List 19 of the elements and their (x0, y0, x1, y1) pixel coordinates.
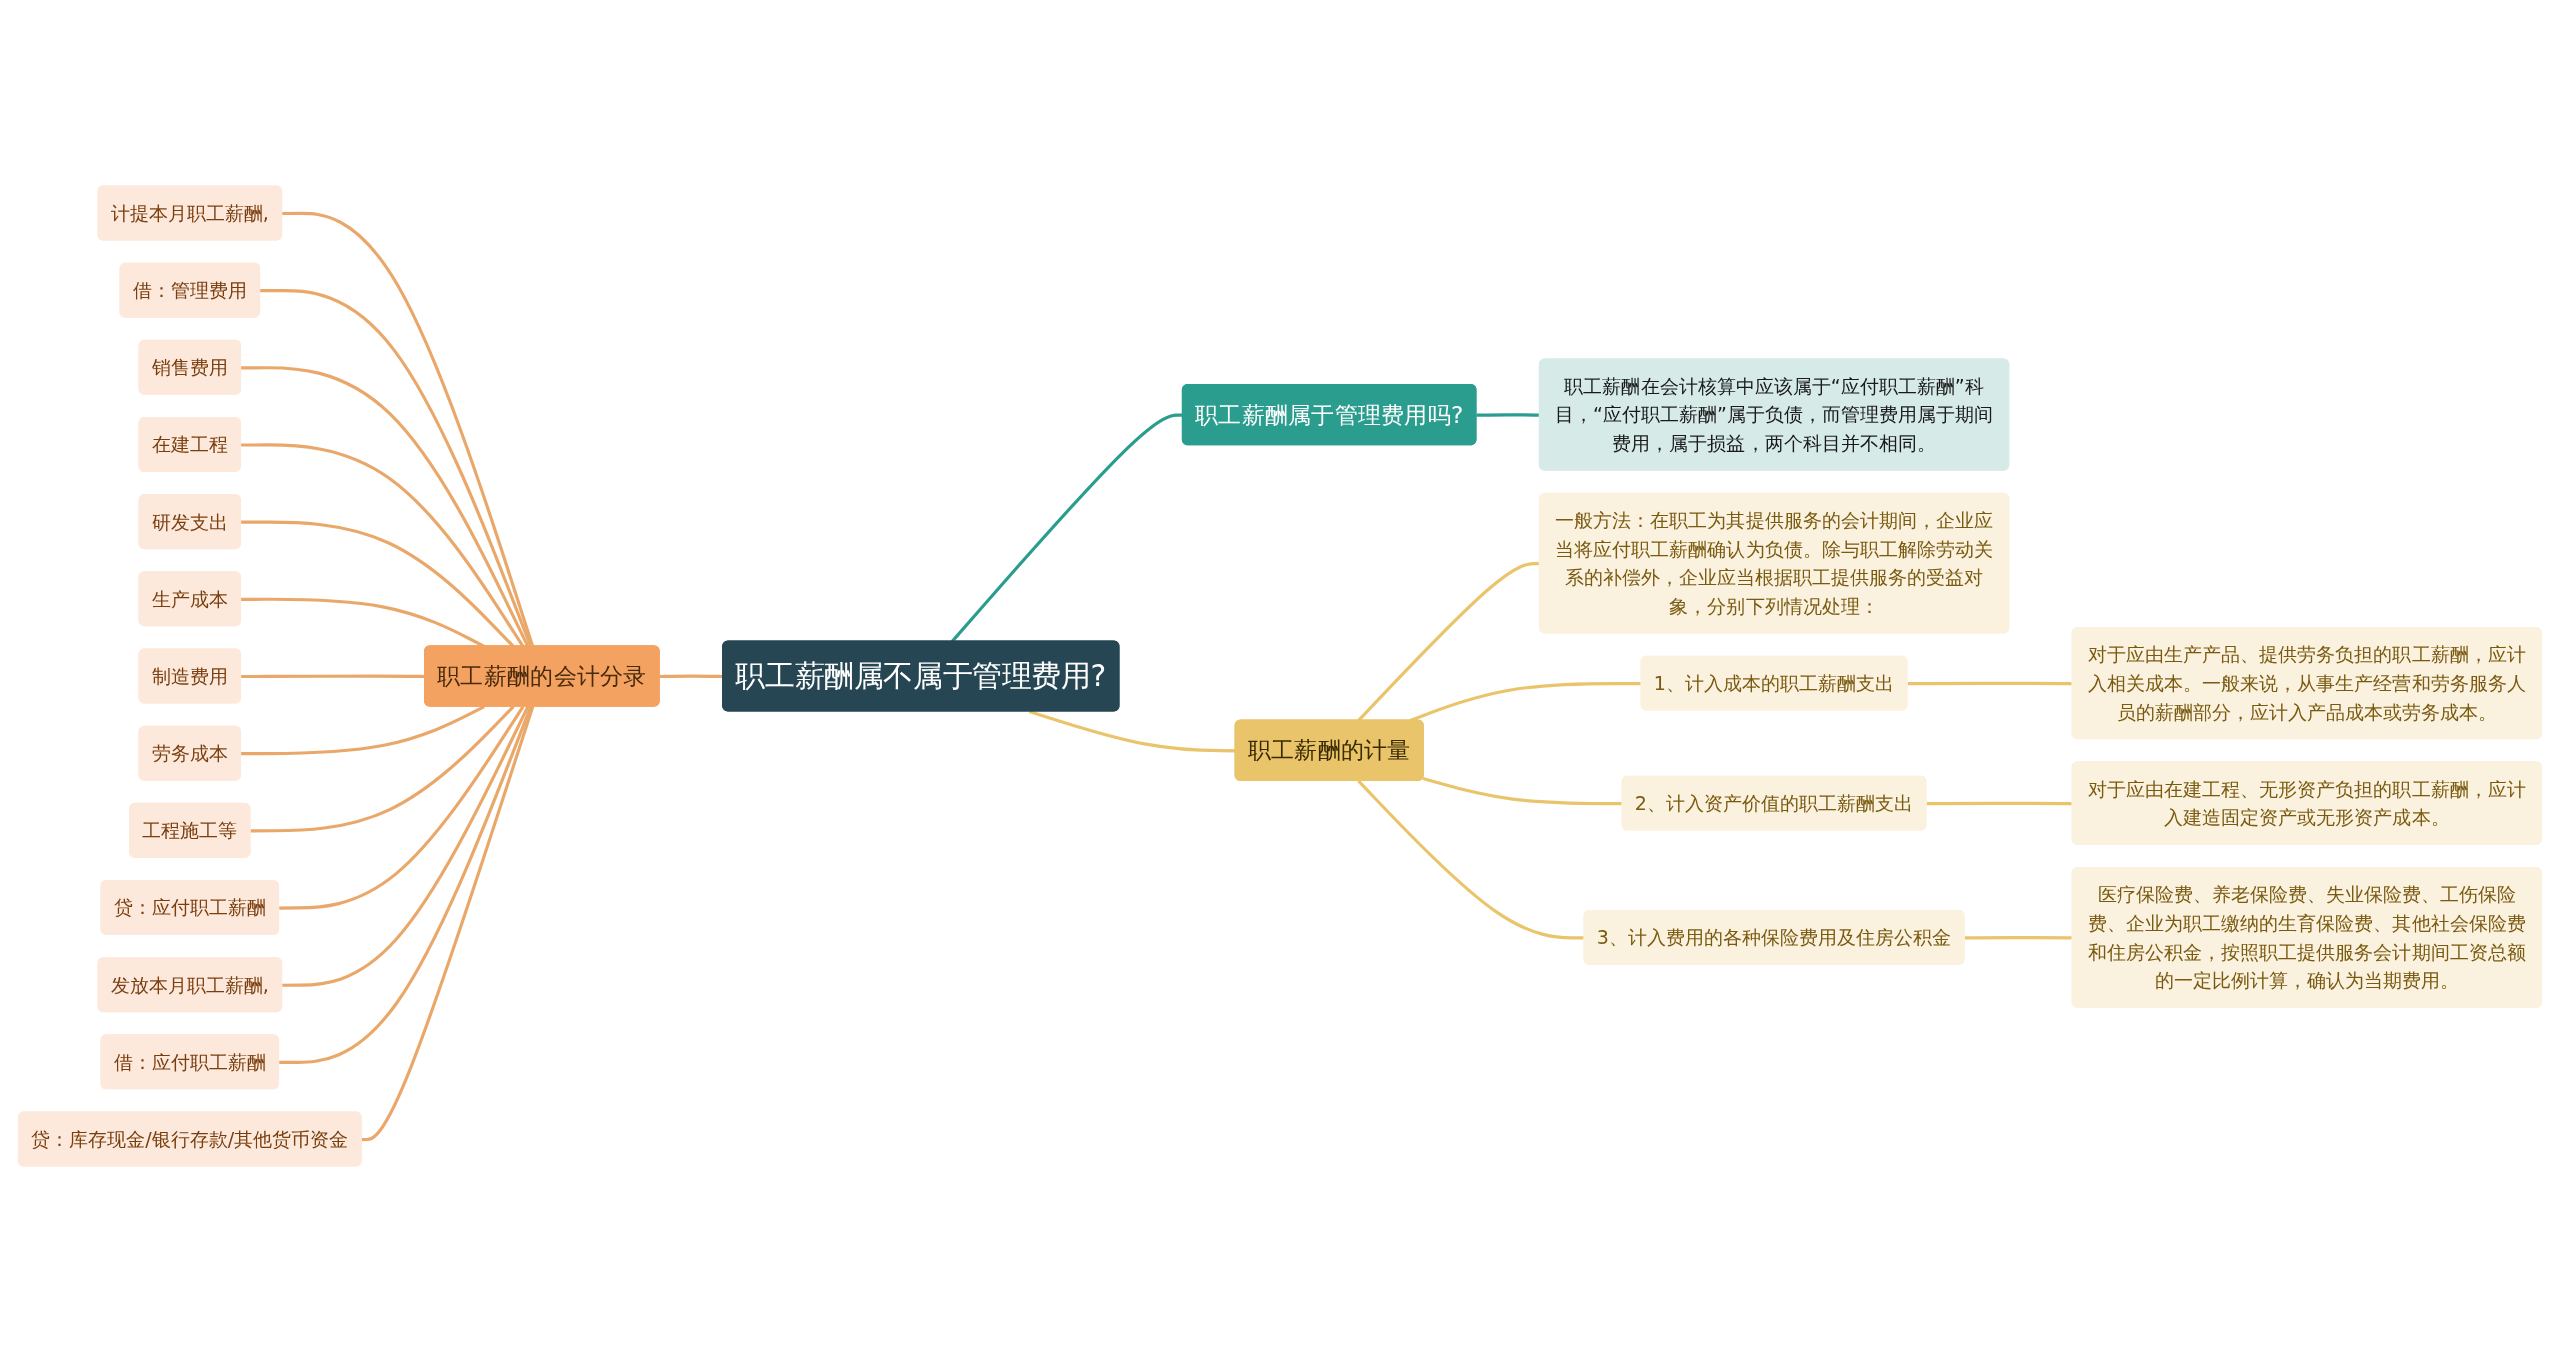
connector (241, 520, 515, 647)
connector (1357, 779, 1585, 939)
connector (260, 288, 533, 647)
connector (1476, 412, 1540, 417)
connector (1907, 681, 2073, 685)
connector (279, 705, 525, 910)
connector (241, 704, 485, 755)
connector (361, 705, 535, 1141)
connector (241, 442, 525, 647)
connector (282, 705, 530, 987)
connector (1926, 801, 2073, 805)
connector (250, 705, 515, 832)
connector (241, 365, 530, 647)
connector (1409, 681, 1642, 722)
connector (282, 211, 535, 647)
connector (1964, 935, 2073, 939)
connector (279, 705, 533, 1064)
connector (1028, 709, 1236, 752)
connector (1422, 776, 1623, 805)
